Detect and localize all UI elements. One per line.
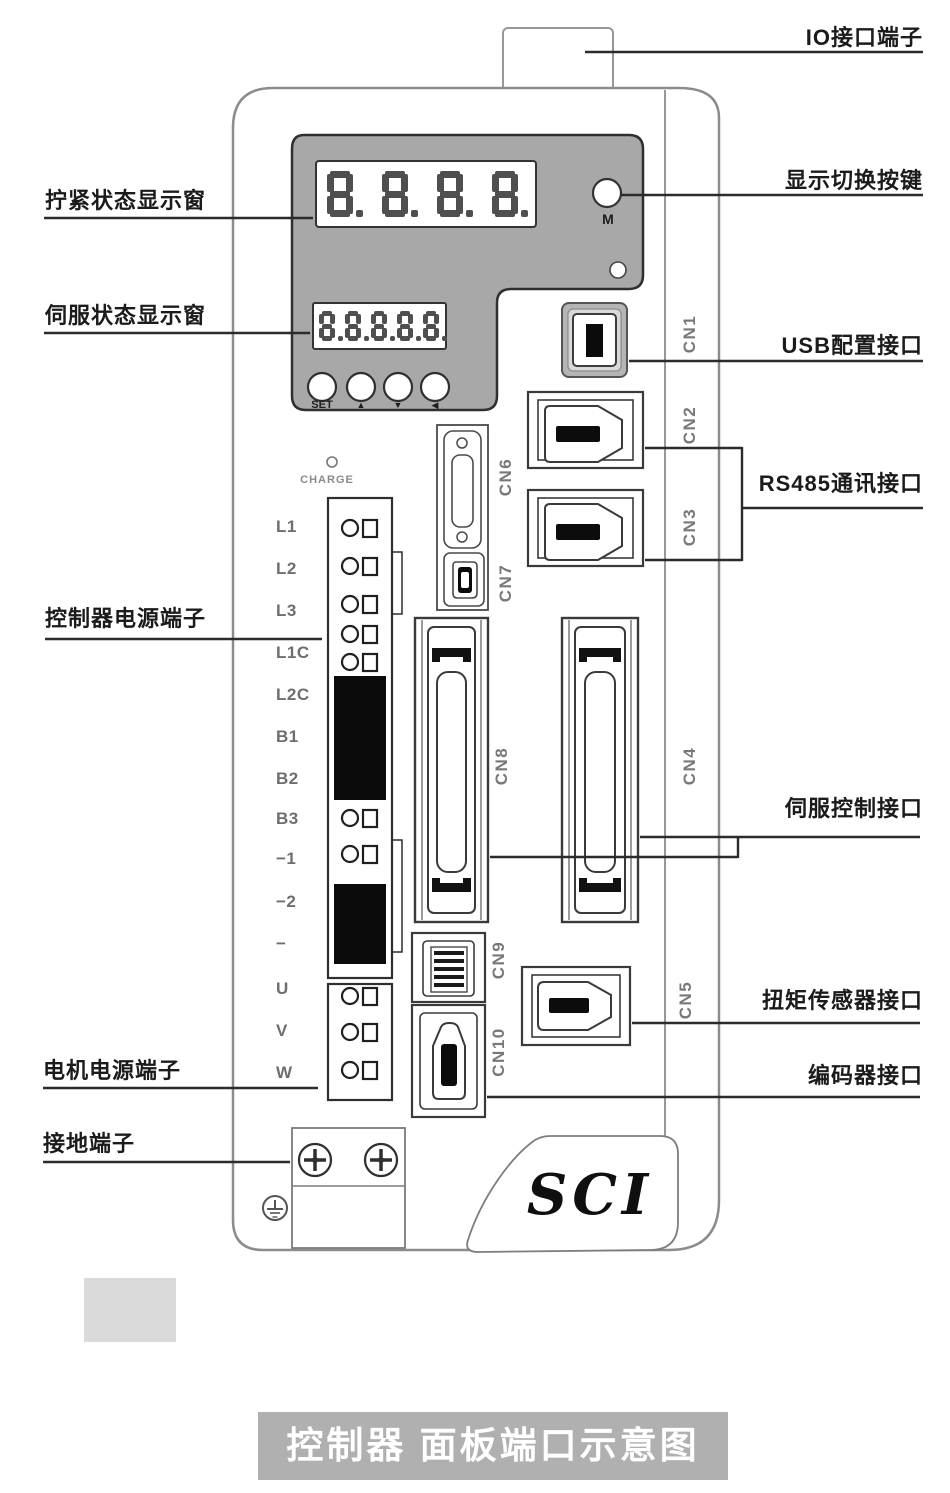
seven-segment-digit <box>371 311 395 341</box>
seven-segment-digit <box>397 311 421 341</box>
tightening-status-display <box>315 160 537 228</box>
back-arrow-icon: ◀ <box>431 400 439 410</box>
terminal-label-9: −1 <box>276 849 297 868</box>
terminal-label-4: L1C <box>276 643 310 662</box>
label-ground: 接地端子 <box>43 1131 136 1156</box>
label-tightening-display: 拧紧状态显示窗 <box>45 188 207 213</box>
connector-cn8 <box>413 616 490 924</box>
connector-cn10 <box>410 1003 487 1119</box>
terminal-label-12: U <box>276 979 289 998</box>
servo-status-display <box>312 302 447 350</box>
cn-label-cn2: CN2 <box>680 405 699 445</box>
label-servo-display: 伺服状态显示窗 <box>45 303 207 328</box>
label-rs485: RS485通讯接口 <box>758 471 923 496</box>
ground-screw-right <box>363 1142 399 1178</box>
leader-lines <box>43 50 923 1164</box>
panel-screw-hole <box>609 261 627 279</box>
cn-label-cn3: CN3 <box>680 507 699 547</box>
connector-cn6 <box>443 430 482 549</box>
up-arrow-icon: ▲ <box>356 400 366 410</box>
terminal-label-14: W <box>276 1063 293 1082</box>
label-usb-config: USB配置接口 <box>781 333 923 358</box>
label-controller-power: 控制器电源端子 <box>45 606 207 631</box>
seven-segment-digit <box>423 311 447 341</box>
label-motor-power: 电机电源端子 <box>43 1058 182 1083</box>
seven-segment-digit <box>327 171 363 217</box>
m-button-circle <box>591 177 623 209</box>
cn-label-cn10: CN10 <box>489 1027 508 1077</box>
label-io-terminal: IO接口端子 <box>805 25 923 50</box>
label-display-switch: 显示切换按键 <box>784 168 923 193</box>
watermark-swatch <box>84 1278 176 1342</box>
connector-cn2 <box>526 390 645 470</box>
ground-screw-left <box>297 1142 333 1178</box>
cn-label-cn1: CN1 <box>680 314 699 354</box>
ground-terminal-block <box>262 1127 406 1249</box>
m-button-label: M <box>602 211 614 227</box>
leader-servo-control-bracket <box>490 835 920 859</box>
leader-rs485-bracket <box>645 446 923 562</box>
brand-logo: SCI <box>526 1162 654 1228</box>
usb-port-cn1 <box>561 302 628 378</box>
earth-symbol-icon <box>262 1195 288 1221</box>
cn-label-cn7: CN7 <box>496 563 515 603</box>
motor-terminal-strip <box>326 982 394 1102</box>
seven-segment-digit <box>345 311 369 341</box>
terminal-label-11: − <box>276 934 287 953</box>
seven-segment-digit <box>492 171 528 217</box>
cn-label-cn8: CN8 <box>492 746 511 786</box>
cn-label-cn9: CN9 <box>489 940 508 980</box>
label-torque-sensor: 扭矩传感器接口 <box>761 988 923 1013</box>
terminal-blank-block-2 <box>334 884 386 964</box>
terminal-contacts <box>340 518 379 1081</box>
seven-segment-digit <box>319 311 343 341</box>
terminal-label-2: L2 <box>276 559 297 578</box>
cn-label-cn5: CN5 <box>676 980 695 1020</box>
connector-cn6-cn7-block <box>436 424 489 611</box>
seven-segment-digit <box>437 171 473 217</box>
connector-cn9 <box>410 931 487 1004</box>
connector-cn7 <box>443 552 485 607</box>
power-terminal-strip <box>326 496 403 980</box>
seven-segment-digit <box>382 171 418 217</box>
up-button-circle <box>345 371 377 403</box>
label-servo-control: 伺服控制接口 <box>784 796 923 821</box>
io-terminal-tab <box>502 27 614 93</box>
terminal-label-1: L1 <box>276 517 297 536</box>
terminal-label-6: B1 <box>276 727 299 746</box>
caption-bar: 控制器 面板端口示意图 <box>258 1412 728 1480</box>
charge-led <box>326 456 338 468</box>
terminal-label-10: −2 <box>276 892 297 911</box>
down-button-circle <box>382 371 414 403</box>
terminal-label-13: V <box>276 1021 288 1040</box>
terminal-label-3: L3 <box>276 601 297 620</box>
label-encoder: 编码器接口 <box>807 1063 923 1088</box>
down-arrow-icon: ▼ <box>393 400 403 410</box>
back-button-circle <box>419 371 451 403</box>
cn-label-cn4: CN4 <box>680 746 699 786</box>
charge-label: CHARGE <box>300 474 354 486</box>
connector-cn5 <box>520 965 632 1047</box>
set-button-label: SET <box>311 399 333 411</box>
terminal-blank-block-1 <box>334 676 386 800</box>
set-button-circle <box>306 371 338 403</box>
terminal-label-5: L2C <box>276 685 310 704</box>
terminal-label-8: B3 <box>276 809 299 828</box>
connector-cn3 <box>526 488 645 568</box>
brand-badge <box>466 1135 679 1253</box>
connector-cn4 <box>560 616 640 924</box>
terminal-label-7: B2 <box>276 769 299 788</box>
cn-label-cn6: CN6 <box>496 457 515 497</box>
